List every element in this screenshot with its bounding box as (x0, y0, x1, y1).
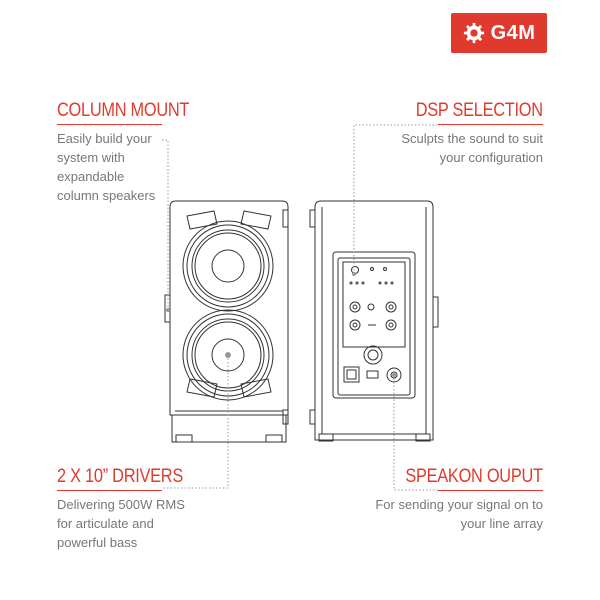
amplifier-panel (332, 251, 416, 399)
column-mount-title: COLUMN MOUNT (57, 100, 190, 121)
logo-text: G4M (490, 21, 536, 44)
speakon-output-description: For sending your signal on to your line … (375, 497, 543, 531)
g4m-logo: G4M (451, 13, 547, 53)
drivers-description: Delivering 500W RMS for articulate and p… (57, 497, 185, 550)
speakon-output-rule (438, 490, 543, 491)
leader-lines (162, 124, 438, 491)
column-mount-description: Easily build your system with expandable… (57, 131, 156, 203)
woofer-top (182, 220, 274, 312)
dsp-selection-title: DSP SELECTION (415, 100, 543, 121)
dsp-selection-description: Sculpts the sound to suit your configura… (401, 131, 543, 165)
rear-speaker (309, 200, 439, 442)
dsp-selection-rule (438, 124, 543, 125)
speakon-output-title: SPEAKON OUPUT (405, 466, 544, 487)
drivers-title: 2 X 10” DRIVERS (57, 466, 183, 487)
front-speaker (164, 200, 289, 443)
gear-icon (463, 22, 484, 44)
column-mount-rule (57, 124, 162, 125)
drivers-rule (57, 490, 162, 491)
